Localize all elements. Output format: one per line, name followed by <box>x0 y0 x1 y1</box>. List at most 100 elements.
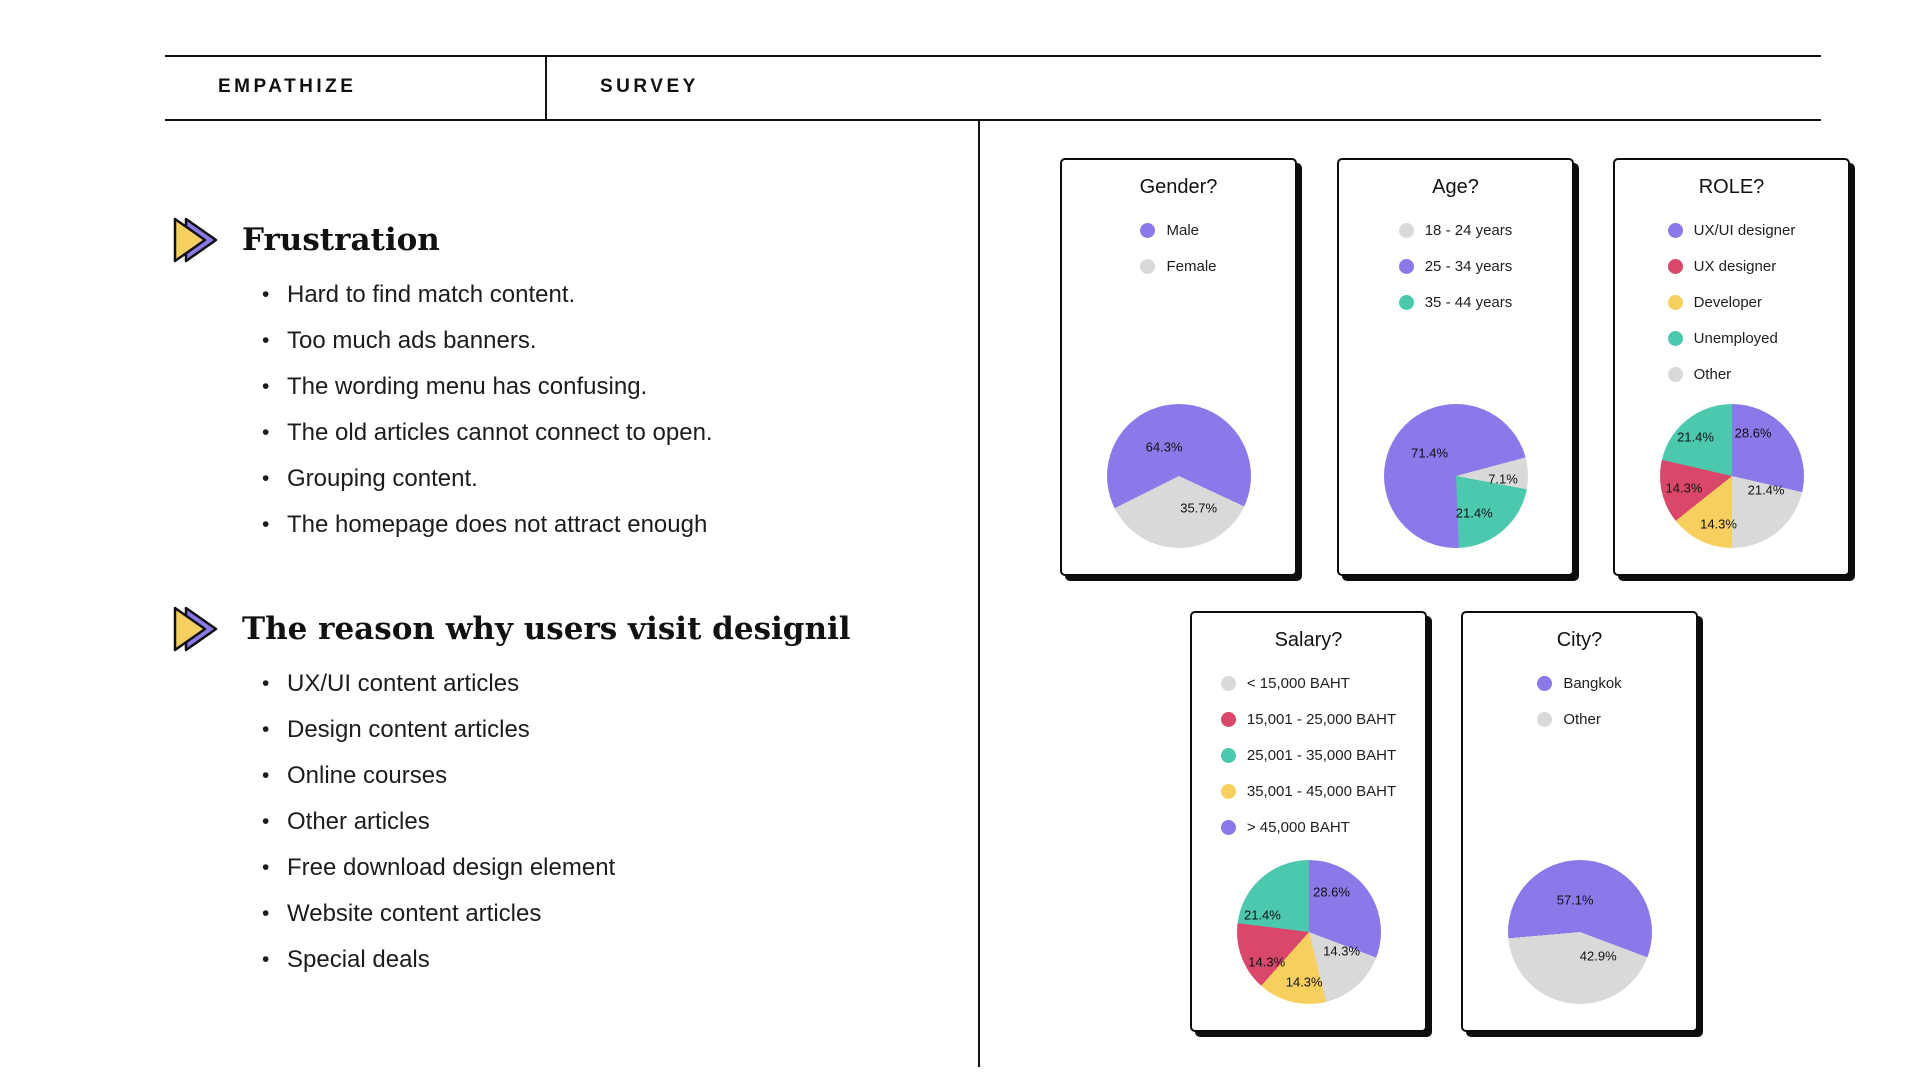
legend-dot <box>1667 223 1683 238</box>
slice-label: 21.4% <box>1455 505 1493 521</box>
legend-label: 35,001 - 45,000 BAHT <box>1246 783 1397 800</box>
slice-label: 14.3% <box>1323 943 1361 959</box>
legend: 18 - 24 years 25 - 34 years 35 - 44 year… <box>1398 219 1513 314</box>
double-arrow-icon <box>170 214 220 266</box>
legend-dot <box>1220 748 1236 763</box>
list-item: Design content articles <box>260 707 851 753</box>
section-visit-reasons: The reason why users visit designil UX/U… <box>170 601 851 983</box>
legend-dot <box>1537 676 1553 691</box>
card-title: Age? <box>1432 176 1479 198</box>
legend-dot <box>1398 223 1414 238</box>
slice-label: 28.6% <box>1734 425 1772 441</box>
list-item: The homepage does not attract enough <box>260 502 713 548</box>
legend: Bangkok Other <box>1537 672 1622 731</box>
legend-dot <box>1398 259 1414 274</box>
legend-item: < 15,000 BAHT <box>1220 672 1396 695</box>
legend-item: Bangkok <box>1537 672 1622 695</box>
header-bottom-rule <box>165 119 1821 121</box>
legend-label: Other <box>1563 711 1601 728</box>
legend-item: 18 - 24 years <box>1398 219 1513 242</box>
legend-dot <box>1220 784 1236 799</box>
legend-item: 25 - 34 years <box>1398 255 1513 278</box>
visit-reasons-list: UX/UI content articles Design content ar… <box>260 661 851 983</box>
legend: Male Female <box>1140 219 1217 278</box>
list-item: UX/UI content articles <box>260 661 851 707</box>
slice-label: 71.4% <box>1411 445 1449 461</box>
slice-label: 7.1% <box>1488 471 1518 487</box>
pie-chart-city: 57.1% 42.9% <box>1507 860 1652 1004</box>
survey-card-salary: Salary? < 15,000 BAHT 15,001 - 25,000 BA… <box>1190 611 1427 1032</box>
pie-chart-gender: 35.7% 64.3% <box>1106 404 1251 548</box>
legend-label: UX designer <box>1693 258 1777 275</box>
legend: < 15,000 BAHT 15,001 - 25,000 BAHT 25,00… <box>1220 672 1397 839</box>
tab-divider-line <box>545 55 547 121</box>
list-item: Free download design element <box>260 845 851 891</box>
slice-label: 28.6% <box>1313 884 1350 900</box>
legend-label: Other <box>1693 366 1732 383</box>
legend-label: 35 - 44 years <box>1424 294 1513 311</box>
slice-label: 14.3% <box>1248 954 1286 970</box>
legend-item: 35 - 44 years <box>1398 291 1513 314</box>
legend-item: Female <box>1140 255 1217 278</box>
list-item: Hard to find match content. <box>260 272 713 318</box>
list-item: Special deals <box>260 937 851 983</box>
legend-dot <box>1667 259 1683 274</box>
frustration-list: Hard to find match content. Too much ads… <box>260 272 713 548</box>
legend-item: 25,001 - 35,000 BAHT <box>1220 744 1397 767</box>
section-title: The reason why users visit designil <box>242 611 851 647</box>
header-top-rule <box>165 55 1821 57</box>
section-title: Frustration <box>242 222 440 258</box>
legend-label: Female <box>1166 258 1217 275</box>
slice-label: 42.9% <box>1579 948 1617 964</box>
legend-item: Other <box>1537 708 1621 731</box>
survey-card-age: Age? 18 - 24 years 25 - 34 years 35 - 44… <box>1337 158 1574 576</box>
legend-label: 18 - 24 years <box>1424 222 1513 239</box>
card-title: ROLE? <box>1698 176 1765 198</box>
survey-card-gender: Gender? Male Female 35.7% 64.3% <box>1060 158 1297 576</box>
slice-label: 57.1% <box>1556 892 1594 908</box>
legend-label: UX/UI designer <box>1693 222 1796 239</box>
list-item: The wording menu has confusing. <box>260 364 713 410</box>
legend-item: Other <box>1667 363 1796 386</box>
legend-dot <box>1220 676 1236 691</box>
legend-dot <box>1140 259 1156 274</box>
card-title: Salary? <box>1274 629 1343 651</box>
legend-item: Male <box>1140 219 1216 242</box>
legend-label: 15,001 - 25,000 BAHT <box>1246 711 1397 728</box>
legend-item: Developer <box>1667 291 1796 314</box>
legend-dot <box>1220 712 1236 727</box>
survey-card-role: ROLE? UX/UI designer UX designer Develop… <box>1613 158 1850 576</box>
list-item: Other articles <box>260 799 851 845</box>
tab-empathize[interactable]: EMPATHIZE <box>218 76 357 97</box>
legend-item: 15,001 - 25,000 BAHT <box>1220 708 1397 731</box>
legend-dot <box>1140 223 1156 238</box>
legend-label: Unemployed <box>1693 330 1778 347</box>
legend-label: Bangkok <box>1563 675 1622 692</box>
tab-survey[interactable]: SURVEY <box>600 76 699 97</box>
legend-dot <box>1220 820 1236 835</box>
card-title: City? <box>1556 629 1603 651</box>
legend-label: Developer <box>1693 294 1763 311</box>
slice-label: 14.3% <box>1285 974 1323 990</box>
legend-dot <box>1667 367 1683 382</box>
survey-card-city: City? Bangkok Other 57.1% 42.9% <box>1461 611 1698 1032</box>
slice-label: 21.4% <box>1243 907 1281 923</box>
legend-label: 25 - 34 years <box>1424 258 1513 275</box>
slice-label: 14.3% <box>1700 516 1737 532</box>
slice-label: 21.4% <box>1677 429 1714 445</box>
legend-label: 25,001 - 35,000 BAHT <box>1246 747 1397 764</box>
legend-label: < 15,000 BAHT <box>1246 675 1350 692</box>
legend-label: > 45,000 BAHT <box>1246 819 1350 836</box>
legend-item: UX/UI designer <box>1667 219 1796 242</box>
slice-label: 14.3% <box>1665 480 1703 496</box>
pie-chart-role: 28.6% 21.4% 14.3% 14.3% 21.4% <box>1659 404 1804 548</box>
list-item: Online courses <box>260 753 851 799</box>
list-item: Grouping content. <box>260 456 713 502</box>
legend: UX/UI designer UX designer Developer Une… <box>1667 219 1796 386</box>
slice-label: 21.4% <box>1747 482 1785 498</box>
section-frustration: Frustration Hard to find match content. … <box>170 212 713 548</box>
pie-chart-age: 7.1% 21.4% 71.4% <box>1383 404 1528 548</box>
double-arrow-icon <box>170 603 220 655</box>
card-title: Gender? <box>1139 176 1218 198</box>
